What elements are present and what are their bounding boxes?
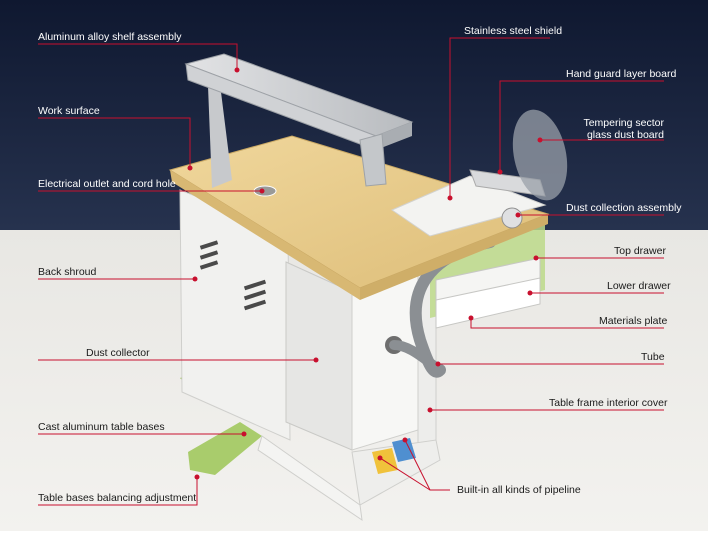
label-outlet: Electrical outlet and cord hole xyxy=(38,178,176,190)
label-materials-plate: Materials plate xyxy=(599,315,668,327)
label-lower-drawer: Lower drawer xyxy=(607,280,671,292)
leader-dots xyxy=(187,67,543,480)
label-table-bases: Cast aluminum table bases xyxy=(38,421,165,433)
label-top-drawer: Top drawer xyxy=(614,245,666,257)
label-dust-assembly: Dust collection assembly xyxy=(566,202,682,214)
dust-collector-front xyxy=(285,261,353,451)
label-tube: Tube xyxy=(641,351,665,363)
label-dust-collector: Dust collector xyxy=(86,347,150,359)
shelf-post-right xyxy=(359,133,387,187)
shelf-post xyxy=(208,84,232,188)
label-balancing: Table bases balancing adjustment xyxy=(38,492,197,504)
label-tempering-line2: glass dust board xyxy=(586,129,664,141)
tempering-glass-board xyxy=(512,109,568,201)
vent-slots xyxy=(199,240,267,311)
stainless-shield-plate xyxy=(390,175,547,237)
label-tempering-line1: Tempering sector xyxy=(583,117,664,129)
label-back-shroud: Back shroud xyxy=(38,266,97,278)
label-work-surface: Work surface xyxy=(38,105,100,117)
work-surface-edge-side xyxy=(360,214,548,300)
floor-rail xyxy=(257,435,363,522)
label-hand-guard: Hand guard layer board xyxy=(566,68,677,80)
label-pipeline: Built-in all kinds of pipeline xyxy=(457,484,581,496)
label-tempering: Tempering sector glass dust board xyxy=(580,117,664,141)
dust-collection-nozzle xyxy=(501,207,523,229)
work-surface-edge-front xyxy=(170,170,360,300)
label-steel-shield: Stainless steel shield xyxy=(464,25,563,37)
pipeline-blue xyxy=(392,438,416,462)
label-frame-cover: Table frame interior cover xyxy=(549,397,668,409)
label-aluminum-shelf: Aluminum alloy shelf assembly xyxy=(38,31,182,43)
aluminum-shelf-end xyxy=(376,122,412,150)
flex-tube-lower xyxy=(389,340,445,375)
leader-lines xyxy=(38,37,664,506)
materials-plate-shape xyxy=(435,277,541,329)
